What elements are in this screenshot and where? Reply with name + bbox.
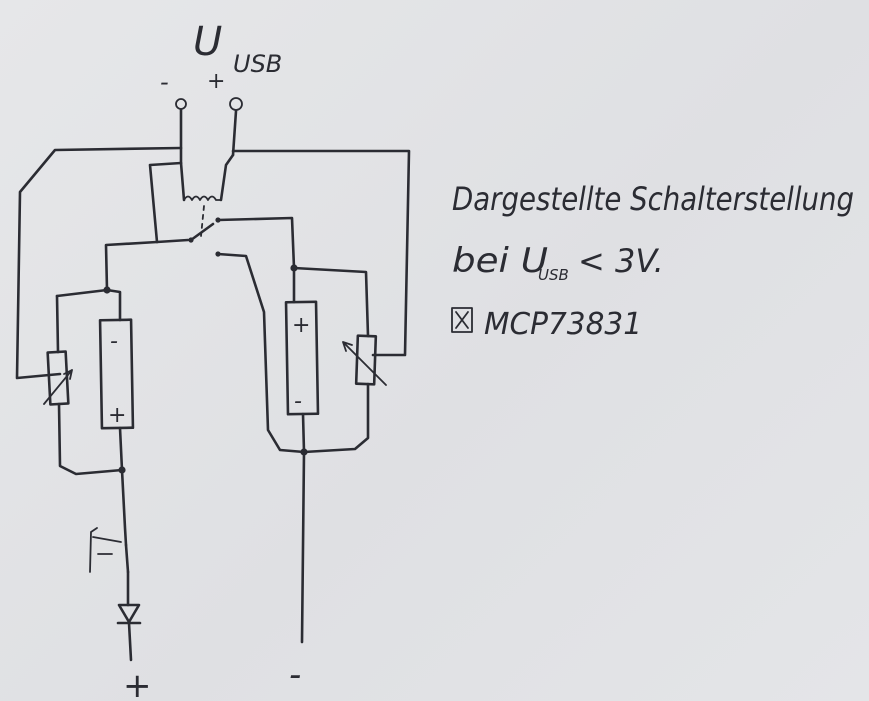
wire-outer-left-loop — [15, 146, 183, 380]
wire-top-link — [148, 161, 183, 244]
wire-right-resistor-bottom — [302, 382, 370, 454]
ic-part-number: MCP73831 — [484, 307, 642, 342]
push-switch-actuator — [89, 527, 122, 573]
wire-left-top-rail — [55, 288, 122, 322]
wire-diode-out — [127, 621, 133, 662]
voltage-label: U — [193, 19, 222, 65]
wire-switch-common — [155, 238, 190, 244]
output-plus-label: + — [123, 666, 152, 701]
wire-outer-right-loop — [231, 149, 411, 357]
left-battery-plus: + — [108, 403, 126, 428]
left-battery-minus: - — [110, 329, 118, 354]
diode — [116, 603, 142, 625]
wire-usb-plus — [231, 109, 238, 157]
wire-left-battery-bottom — [118, 426, 124, 472]
ic-box-icon-mark — [455, 311, 469, 329]
right-variable-resistor — [354, 334, 378, 386]
voltage-subscript: USB — [233, 50, 282, 78]
left-battery — [98, 318, 135, 430]
right-resistor-arrow — [342, 341, 387, 386]
push-switch-blade — [124, 543, 130, 574]
note-line-2-suffix: < 3V. — [578, 242, 664, 280]
note-line-1: Dargestellte Schalterstellung — [452, 180, 854, 218]
wire-right-output — [300, 450, 306, 644]
wire-right-top-rail — [292, 266, 370, 338]
wire-right-battery-bottom — [301, 412, 306, 454]
wire-relay-minus — [179, 161, 186, 202]
terminal-plus-label: + — [207, 69, 225, 94]
terminal-minus-label: - — [160, 68, 169, 96]
usb-plus-terminal — [229, 97, 243, 111]
right-battery-minus: - — [294, 389, 302, 414]
wire-left-rail-down — [55, 294, 60, 354]
wire-relay-plus — [219, 153, 235, 202]
wire-switch-lower — [216, 252, 306, 454]
note-line-2-prefix: bei U — [452, 241, 548, 281]
wire-left-resistor-bottom — [57, 402, 124, 476]
usb-minus-terminal — [175, 98, 187, 110]
note-line-2-subscript: USB — [538, 266, 569, 284]
switch-blade — [189, 222, 215, 242]
relay-coil — [183, 195, 222, 201]
wire-left-feed — [104, 240, 159, 292]
wire-switch-upper — [216, 216, 296, 270]
left-resistor-arrow — [43, 369, 73, 405]
output-minus-label: - — [289, 655, 301, 695]
wire-left-output — [120, 468, 128, 547]
right-battery-plus: + — [292, 313, 310, 338]
left-junction-top — [103, 286, 111, 294]
ic-box-icon — [451, 307, 473, 333]
